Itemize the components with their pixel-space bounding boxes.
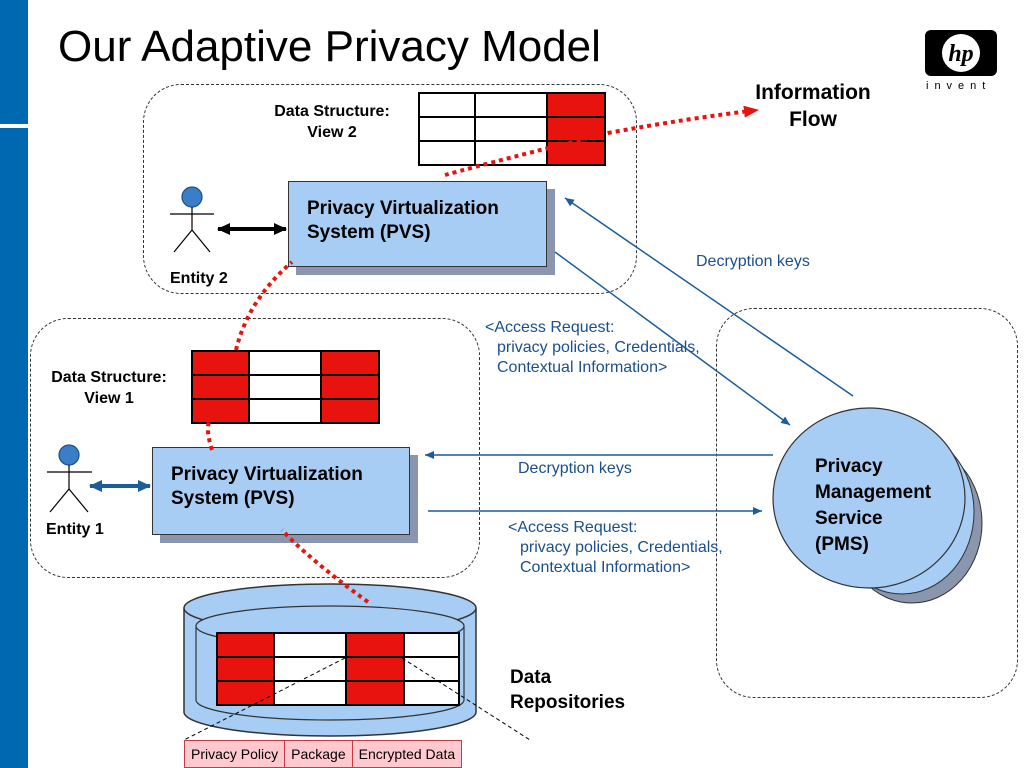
grid-cell: [217, 657, 274, 681]
grid-cell: [274, 633, 346, 657]
information-flow-label: Information Flow: [755, 81, 871, 131]
page-title: Our Adaptive Privacy Model: [58, 22, 601, 71]
data-structure-view-2: [418, 92, 606, 166]
grid-cell: [404, 633, 459, 657]
entity-1-figure-icon: [47, 444, 92, 513]
grid-cell: [321, 351, 379, 375]
grid-cell: [249, 351, 321, 375]
pvs-bottom-line1: Privacy Virtualization: [171, 464, 363, 485]
data-repositories-label: Data Repositories: [510, 667, 626, 713]
grid-cell: [547, 93, 605, 117]
grid-cell: [321, 399, 379, 423]
access-request-bottom-label: <Access Request: privacy policies, Crede…: [508, 519, 723, 576]
grid-cell: [419, 93, 475, 117]
entity-2-label: Entity 2: [170, 270, 228, 287]
grid-cell: [346, 633, 404, 657]
record-legend: Privacy Policy Package Encrypted Data: [184, 740, 463, 768]
ds-view-1-label: Data Structure: View 1: [51, 369, 167, 407]
region-pms: [716, 308, 1018, 698]
grid-cell: [249, 375, 321, 399]
decryption-keys-top-label: Decryption keys: [696, 253, 810, 270]
pvs-top-line2: System (PVS): [307, 222, 431, 243]
grid-cell: [192, 375, 249, 399]
data-structure-view-1: [191, 350, 380, 424]
access-request-top-label: <Access Request: privacy policies, Crede…: [485, 319, 700, 376]
grid-cell: [321, 375, 379, 399]
grid-cell: [217, 633, 274, 657]
entity-1-label: Entity 1: [46, 521, 104, 538]
hp-logo-icon: hp: [925, 30, 997, 76]
pvs-top-line1: Privacy Virtualization: [307, 198, 499, 219]
pms-label: Privacy Management Service (PMS): [815, 456, 932, 555]
legend-privacy-policy: Privacy Policy: [185, 741, 286, 767]
legend-package: Package: [285, 741, 353, 767]
grid-cell: [475, 141, 547, 165]
legend-encrypted-data: Encrypted Data: [358, 746, 456, 762]
pvs-box-bottom: Privacy Virtualization System (PVS): [152, 447, 410, 535]
logo-mark: hp: [948, 41, 973, 67]
grid-cell: [475, 117, 547, 141]
grid-cell: [404, 681, 459, 705]
grid-cell: [217, 681, 274, 705]
repository-data-grid: [216, 632, 460, 706]
grid-cell: [419, 141, 475, 165]
grid-cell: [274, 681, 346, 705]
pvs-box-top: Privacy Virtualization System (PVS): [288, 181, 547, 267]
grid-cell: [419, 117, 475, 141]
repo-detail-line-left: [183, 657, 346, 741]
pms-circle: [772, 407, 966, 589]
region-entity-2: [143, 84, 637, 294]
logo-tagline: invent: [926, 80, 992, 92]
arrow-pvs-top-to-pms: [554, 251, 791, 426]
region-entity-1: [30, 318, 480, 578]
repo-detail-line-right: [401, 657, 531, 741]
grid-cell: [192, 399, 249, 423]
grid-cell: [249, 399, 321, 423]
grid-cell: [346, 681, 404, 705]
grid-cell: [346, 657, 404, 681]
grid-cell: [274, 657, 346, 681]
sidebar-divider: [0, 124, 28, 128]
ds-view-2-label: Data Structure: View 2: [274, 103, 390, 141]
pvs-bottom-line2: System (PVS): [171, 488, 295, 509]
slide-sidebar: [0, 0, 28, 768]
entity-2-figure-icon: [170, 186, 214, 253]
arrow-pms-to-pvs-top: [564, 197, 854, 397]
grid-cell: [475, 93, 547, 117]
decryption-keys-bottom-label: Decryption keys: [518, 460, 632, 477]
grid-cell: [192, 351, 249, 375]
information-flow-dotted-path: [205, 110, 758, 604]
